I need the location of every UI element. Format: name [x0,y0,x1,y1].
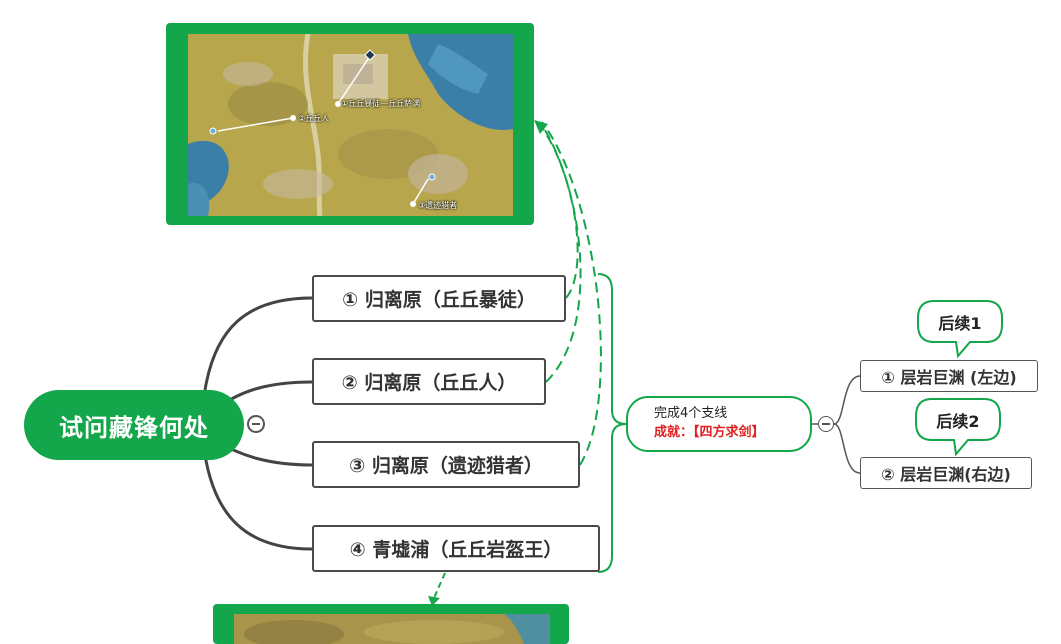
map-label-2: ②丘丘人 [298,114,330,123]
summary-text: 完成4个支线 [654,406,728,421]
branch-node-4[interactable]: ④ 青墟浦（丘丘岩盔王） [312,525,600,572]
root-topic[interactable]: 试问藏锋何处 [24,390,244,460]
callout-2-label: 后续2 [936,411,980,431]
map-bottom-terrain [234,614,550,644]
dashed-link-branch-2-map [539,121,582,383]
summary-node[interactable]: 完成4个支线 成就：【四方求剑】 [626,396,812,452]
followup-label-2: ② 层岩巨渊(右边) [881,465,1011,484]
map-label-1: ①丘丘暴徒—丘丘萨满 [341,99,421,108]
map-label-3: ③遗迹猎者 [418,201,458,210]
callout-bubble-1 [917,300,1003,359]
map-top-frame: ①丘丘暴徒—丘丘萨满 ②丘丘人 ③遗迹猎者 [166,23,534,225]
link-root-branch-4 [203,454,313,551]
callout-2: 后续2 [916,399,1000,440]
dashed-link-branch-3-map [541,121,602,466]
link-root-branch-1 [203,296,313,391]
summary-brace [597,273,627,573]
map-bottom-frame [213,604,569,644]
branch-node-3[interactable]: ③ 归离原（遗迹猎者） [312,441,580,488]
dashed-link-branch-1-map [537,121,579,299]
arrowhead-top-map [534,120,548,134]
branch-node-1[interactable]: ① 归离原（丘丘暴徒） [312,275,566,322]
summary-collapse-button[interactable] [818,416,834,432]
branch-node-2[interactable]: ② 归离原（丘丘人） [312,358,546,405]
root-collapse-button[interactable] [247,415,265,433]
callout-1-label: 后续1 [938,313,982,333]
callout-1: 后续1 [918,301,1002,342]
arrowhead-bottom-map [428,596,440,606]
map-top-image: ①丘丘暴徒—丘丘萨满 ②丘丘人 ③遗迹猎者 [188,34,513,216]
branch-label-3: ③ 归离原（遗迹猎者） [349,455,543,477]
branch-label-2: ② 归离原（丘丘人） [341,372,517,394]
followup-node-1[interactable]: ① 层岩巨渊 (左边) [860,360,1038,392]
callout-bubble-2 [915,398,1001,457]
followup-node-2[interactable]: ② 层岩巨渊(右边) [860,457,1032,489]
branch-label-1: ① 归离原（丘丘暴徒） [342,289,536,311]
achievement-text: 成就：【四方求剑】 [654,425,765,440]
followup-label-1: ① 层岩巨渊 (左边) [881,368,1017,387]
link-followup-2 [833,423,861,474]
branch-label-4: ④ 青墟浦（丘丘岩盔王） [349,539,563,561]
map-top-terrain [188,34,513,216]
root-topic-label: 试问藏锋何处 [59,413,209,442]
map-bottom-image [234,614,550,644]
link-followup-1 [833,375,861,425]
dashed-link-branch-4-map [433,572,446,599]
